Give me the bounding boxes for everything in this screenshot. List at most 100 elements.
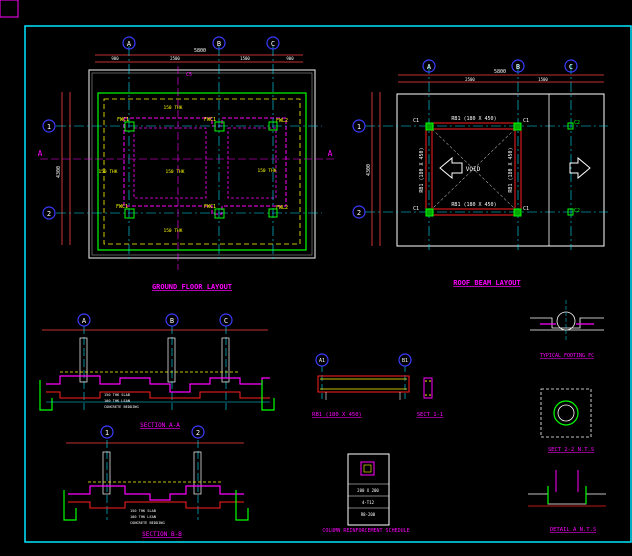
section-bb: 150 THK SLAB 100 THK LEAN CONCRETE BEDDI… <box>63 425 249 538</box>
gf-slab-5: 150 THK <box>164 228 183 234</box>
aa-grid-bubble-C: C <box>219 313 233 327</box>
detail-a: DETAIL A N.T.S <box>528 470 606 533</box>
gf-footing-1: FWC1 <box>117 117 129 123</box>
rb-grid-bubble-2: 2 <box>352 205 366 219</box>
rb-overall-dim: 5800 <box>494 69 506 75</box>
rb-col-6: C2 <box>574 208 580 214</box>
gf-side-dim: 4300 <box>56 166 62 178</box>
rb-beam-right: RB1 (180 X 450) <box>508 147 514 192</box>
da-title: DETAIL A N.T.S <box>550 527 596 533</box>
rb-grid-bubble-1: 1 <box>352 119 366 133</box>
gf-footing-4: FWC1 <box>116 204 128 210</box>
aa-note-1: 150 THK SLAB <box>104 393 130 397</box>
column-schedule: 200 X 200 4-T12 R8-200 COLUMN REINFORCEM… <box>322 453 410 534</box>
cs-title: COLUMN REINFORCEMENT SCHEDULE <box>322 528 409 534</box>
gf-slab-1: 150 THK <box>164 105 183 111</box>
gf-footing-2: FWC1 <box>204 117 216 123</box>
gf-section-mark-right: A <box>328 149 333 158</box>
gf-grid-bubble-A: A <box>122 36 136 50</box>
gf-slab-2: 150 THK <box>166 169 185 175</box>
rb-grid-bubble-A: A <box>422 59 436 73</box>
cs-row-3: R8-200 <box>361 512 376 517</box>
rb-grid-bubble-B: B <box>511 59 525 73</box>
beam-grid-label-A1: A1 <box>319 358 325 364</box>
gf-grid-label-1: 1 <box>47 123 51 131</box>
bb-note-3: CONCRETE BEDDING <box>130 521 165 525</box>
gf-grid-label-C: C <box>271 40 275 48</box>
rb-grid-label-C: C <box>569 63 573 71</box>
bb-note-1: 150 THK SLAB <box>130 509 156 513</box>
beam-sect-title: SECT 1-1 <box>417 412 444 418</box>
gf-grid-bubble-1: 1 <box>42 119 56 133</box>
rb-title: ROOF BEAM LAYOUT <box>453 279 520 287</box>
rb-side-dim: 4300 <box>366 164 372 176</box>
aa-grid-label-A: A <box>82 317 87 325</box>
rb-col-1: C1 <box>413 118 419 124</box>
gf-title: GROUND FLOOR LAYOUT <box>152 283 232 291</box>
gf-slab-3: 150 THK <box>258 168 277 174</box>
rb-col-4: C1 <box>523 206 529 212</box>
gf-footing-3: FWL2 <box>276 118 288 124</box>
rb-void-arrow-left <box>439 156 463 180</box>
gf-grid-bubble-B: B <box>212 36 226 50</box>
gf-grid-bubble-2: 2 <box>42 206 56 220</box>
rb-grid-label-B: B <box>516 63 520 71</box>
gf-dim-2: 2500 <box>170 56 180 61</box>
aa-note-2: 100 THK LEAN <box>104 399 130 403</box>
bb-grid-label-1: 1 <box>105 429 109 437</box>
bb-grid-bubble-1: 1 <box>100 425 114 439</box>
gf-footing-6: FWL2 <box>276 205 288 211</box>
s22-title: SECT 2-2 N.T.S <box>548 447 594 453</box>
rb-grid-label-1: 1 <box>357 123 361 131</box>
gf-dim-4: 900 <box>286 56 294 61</box>
aa-grid-label-C: C <box>224 317 228 325</box>
gf-dim-1: 900 <box>111 56 119 61</box>
gf-void-label: C5 <box>186 72 192 78</box>
gf-slab-4: 150 THK <box>99 169 118 175</box>
sheet-frame <box>24 25 632 543</box>
corner-marker <box>0 0 19 18</box>
rb-void-label: VOID <box>466 166 481 173</box>
rb-col-3: C1 <box>413 206 419 212</box>
gf-section-mark-left: A <box>38 149 43 158</box>
gf-overall-dim: 5800 <box>194 48 206 54</box>
gf-dim-3: 1500 <box>240 56 250 61</box>
rb-grid-bubble-C: C <box>564 59 578 73</box>
aa-grid-bubble-B: B <box>165 313 179 327</box>
beam-title: RB1 (180 X 450) <box>312 412 362 418</box>
aa-grid-bubble-A: A <box>77 313 91 327</box>
rb-grid-label-2: 2 <box>357 209 361 217</box>
bb-grid-label-2: 2 <box>196 429 200 437</box>
gf-grid-label-2: 2 <box>47 210 51 218</box>
bb-grid-bubble-2: 2 <box>191 425 205 439</box>
rb-grid-label-A: A <box>427 63 432 71</box>
section-aa: 150 THK SLAB 100 THK LEAN CONCRETE BEDDI… <box>39 313 275 429</box>
sect-22-detail: SECT 2-2 N.T.S <box>540 388 594 453</box>
gf-footing-5: FWC1 <box>204 204 216 210</box>
tf-title: TYPICAL FOOTING FC <box>540 353 594 359</box>
rb-beam-top: RB1 (180 X 450) <box>451 116 496 122</box>
cs-row-2: 4-T12 <box>362 500 375 505</box>
aa-grid-label-B: B <box>170 317 174 325</box>
beam-detail: A1 B1 RB1 (180 X 450) SECT 1-1 <box>312 353 444 418</box>
rb-dim-1: 2500 <box>465 77 475 82</box>
aa-title: SECTION A-A <box>140 422 180 429</box>
cs-row-1: 200 X 200 <box>357 488 379 493</box>
beam-grid-label-B1: B1 <box>402 358 408 364</box>
rb-col-2: C1 <box>523 118 529 124</box>
rb-dim-2: 1500 <box>538 77 548 82</box>
rb-beam-left: RB1 (180 X 450) <box>419 147 425 192</box>
beam-grid-bubble-A1: A1 <box>315 353 329 367</box>
aa-note-3: CONCRETE BEDDING <box>104 405 139 409</box>
bb-note-2: 100 THK LEAN <box>130 515 156 519</box>
gf-grid-label-A: A <box>127 40 132 48</box>
typical-footing: TYPICAL FOOTING FC <box>530 300 604 359</box>
rb-beam-bottom: RB1 (180 X 450) <box>451 202 496 208</box>
gf-grid-label-B: B <box>217 40 221 48</box>
gf-grid-bubble-C: C <box>266 36 280 50</box>
rb-void-arrow-right <box>569 156 591 180</box>
bb-title: SECTION B-B <box>142 531 182 538</box>
rb-col-5: C2 <box>574 120 580 126</box>
roof-beam-layout: 5800 2500 1500 4300 C1 C1 C1 C1 C2 C2 RB… <box>352 59 608 287</box>
